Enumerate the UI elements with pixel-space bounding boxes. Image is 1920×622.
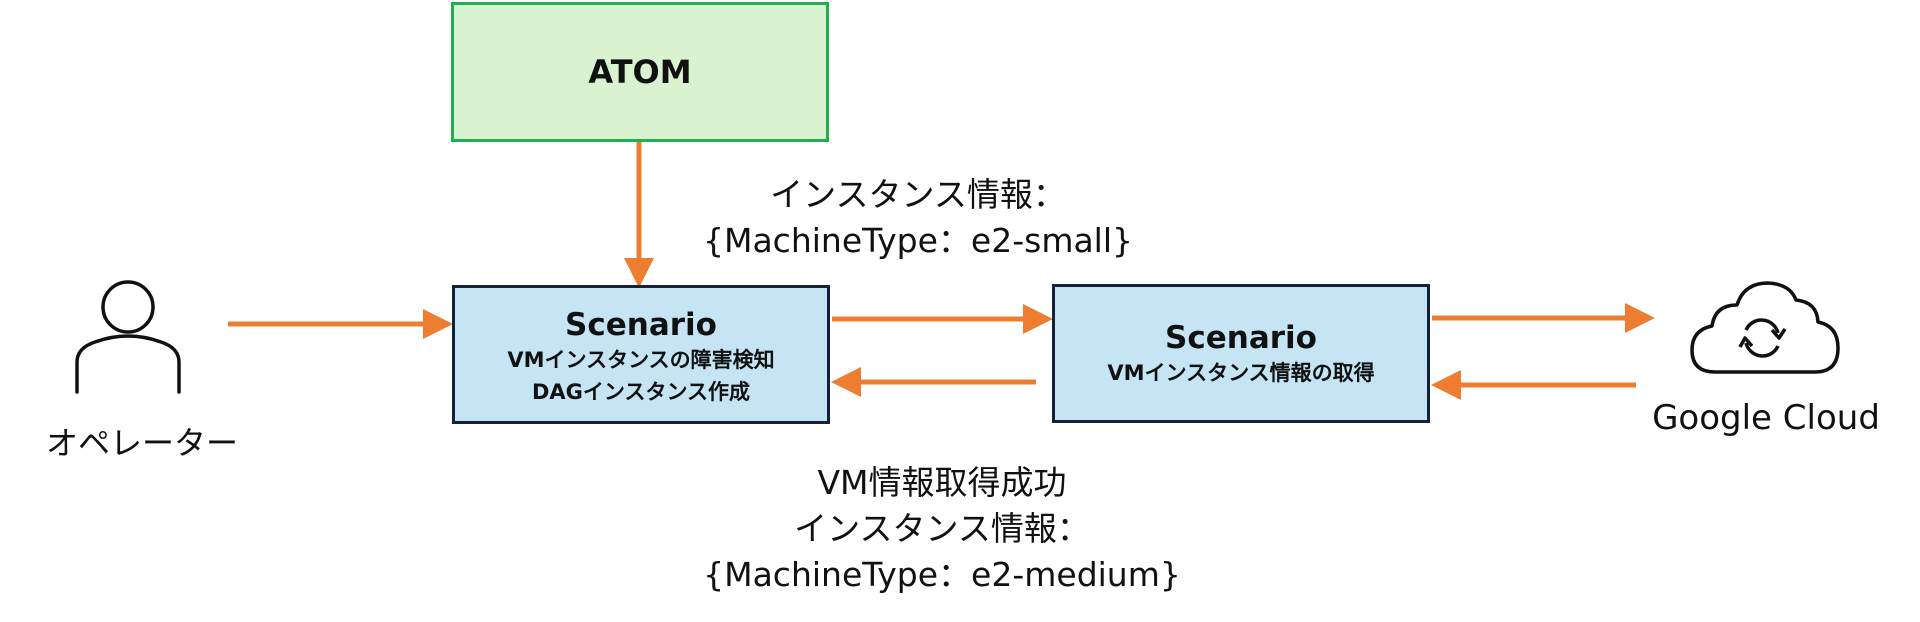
person-icon bbox=[75, 280, 181, 394]
edge-label-line: VM情報取得成功 bbox=[817, 463, 1067, 502]
scenario1-line: VMインスタンスの障害検知 bbox=[507, 348, 775, 372]
atom-label: ATOM bbox=[588, 53, 692, 91]
scenario1-line: DAGインスタンス作成 bbox=[531, 380, 751, 404]
edge-label-instance-info-small: インスタンス情報： {MachineType：e2-small} bbox=[668, 172, 1168, 264]
operator-label: オペレーター bbox=[45, 424, 238, 462]
scenario1-title: Scenario bbox=[565, 307, 717, 343]
scenario-node-vm-info: Scenario VMインスタンス情報の取得 bbox=[1052, 284, 1430, 423]
edge-label-instance-info-medium: VM情報取得成功 インスタンス情報： {MachineType：e2-mediu… bbox=[662, 460, 1222, 598]
cloud-sync-icon bbox=[1690, 281, 1840, 374]
google-cloud-label: Google Cloud bbox=[1652, 398, 1880, 438]
scenario2-line: VMインスタンス情報の取得 bbox=[1107, 360, 1375, 385]
edge-label-line: {MachineType：e2-small} bbox=[702, 221, 1134, 260]
atom-node: ATOM bbox=[451, 2, 829, 142]
edge-label-line: インスタンス情報： bbox=[770, 175, 1066, 214]
edge-label-line: インスタンス情報： bbox=[794, 509, 1090, 548]
scenario2-title: Scenario bbox=[1165, 319, 1317, 356]
edge-label-line: {MachineType：e2-medium} bbox=[703, 555, 1181, 594]
scenario-node-fault-detection: Scenario VMインスタンスの障害検知 DAGインスタンス作成 bbox=[452, 285, 830, 424]
